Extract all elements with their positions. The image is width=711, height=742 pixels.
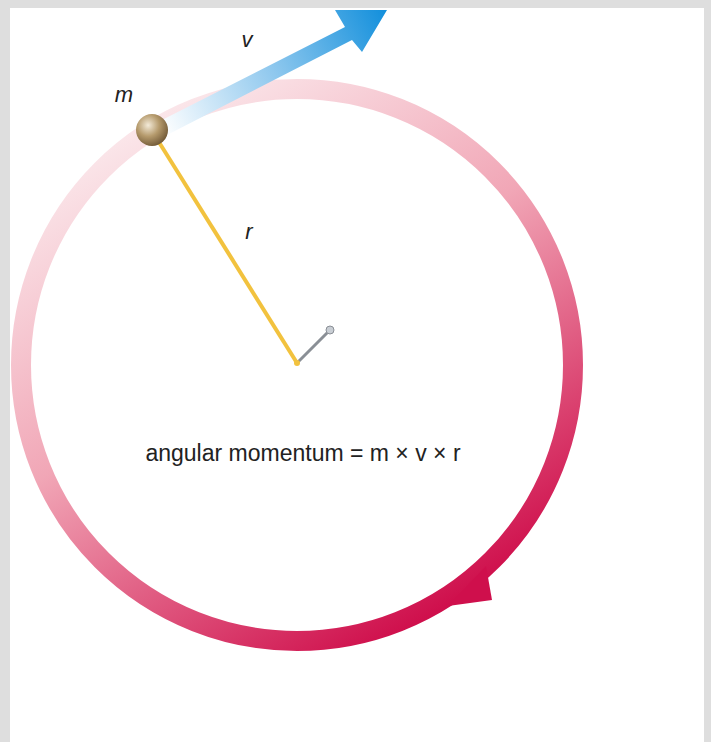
mass-label: m bbox=[115, 84, 133, 106]
mass-ball bbox=[136, 114, 168, 146]
orbit-ring bbox=[21, 89, 573, 641]
nail bbox=[297, 331, 329, 363]
velocity-arrow bbox=[160, 10, 387, 135]
velocity-label: v bbox=[242, 29, 253, 51]
direction-arrowhead bbox=[448, 566, 492, 606]
white-panel bbox=[10, 8, 704, 742]
radius-label: r bbox=[245, 221, 252, 243]
formula-text: angular momentum = m × v × r bbox=[145, 442, 460, 465]
pivot-point bbox=[294, 360, 300, 366]
string-radius bbox=[152, 131, 297, 363]
nail-head bbox=[326, 326, 334, 334]
